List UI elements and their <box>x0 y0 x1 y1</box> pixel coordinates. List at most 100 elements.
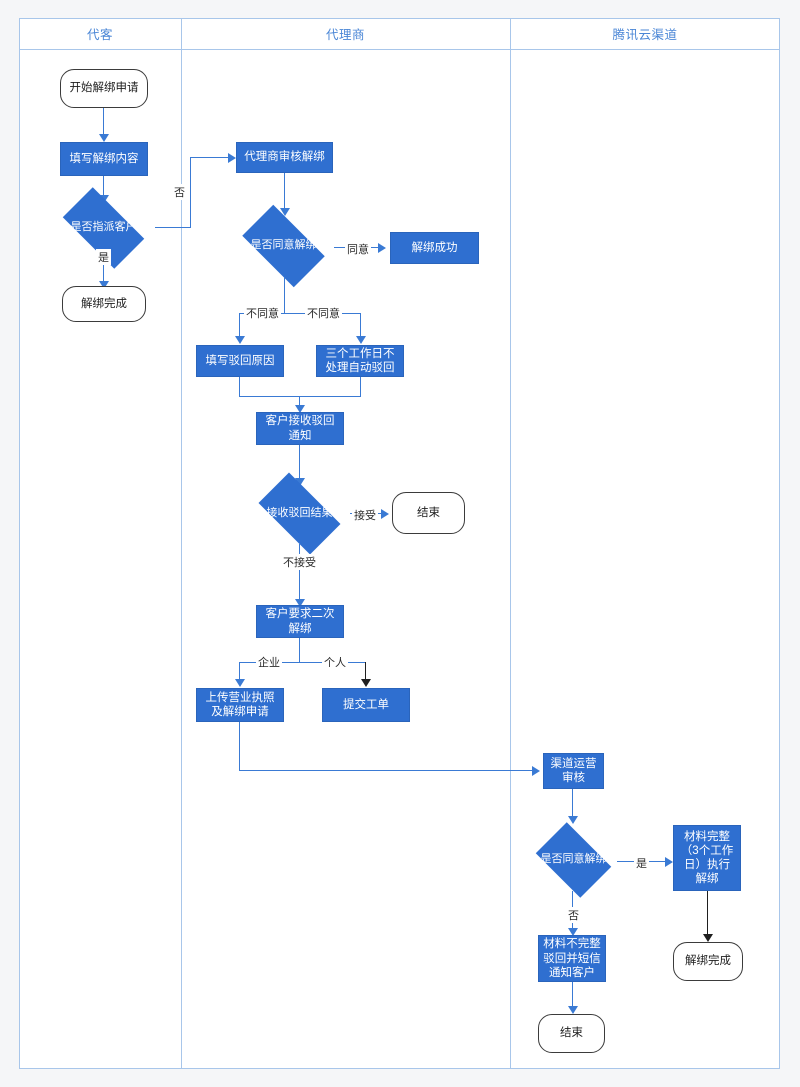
node-customer-receive-reject-notice[interactable]: 客户接收驳回通知 <box>256 412 344 445</box>
arrow-n13-n15 <box>361 679 371 687</box>
arrow-merge-n10 <box>295 405 305 413</box>
node-decision-channel-agree-unbind[interactable]: 是否同意解绑 <box>529 822 618 898</box>
edge-label-geren: 个人 <box>322 654 348 670</box>
arrow-n18-n20 <box>703 934 713 942</box>
node-unbind-success[interactable]: 解绑成功 <box>390 232 479 264</box>
edge-n13-n14-v <box>239 662 241 683</box>
edge-n13-split-v <box>299 638 301 663</box>
node-label: 是否指派客户 <box>70 221 137 234</box>
edge-n9-merge-v <box>360 377 362 397</box>
node-label: 客户要求二次解绑 <box>265 608 335 635</box>
lane-divider-1 <box>181 18 182 1069</box>
node-channel-operation-review[interactable]: 渠道运营审核 <box>543 753 604 789</box>
node-label: 材料完整 （3个工作 日）执行 解绑 <box>680 830 734 886</box>
arrow-n17-n18 <box>665 857 673 867</box>
edge-n3-n4 <box>103 258 105 286</box>
node-customer-request-second-unbind[interactable]: 客户要求二次解绑 <box>256 605 344 638</box>
node-label: 结束 <box>560 1027 583 1040</box>
edge-label-butongyi-2: 不同意 <box>305 305 342 321</box>
node-start-unbind-request[interactable]: 开始解绑申请 <box>60 69 148 108</box>
node-decision-agent-agree-unbind[interactable]: 是否同意解绑 <box>232 204 335 288</box>
arrow-n6-n7 <box>378 243 386 253</box>
edge-n8-merge-v <box>239 377 241 397</box>
edge-label-bujieshou: 不接受 <box>281 554 318 570</box>
node-label: 结束 <box>417 506 440 519</box>
node-label: 解绑成功 <box>411 241 458 254</box>
node-end-agent[interactable]: 结束 <box>392 492 465 534</box>
node-label: 解绑完成 <box>81 297 127 310</box>
lane-divider-2 <box>510 18 511 1069</box>
edge-merge-n10-v <box>299 396 301 410</box>
arrow-n19-n21 <box>568 1006 578 1014</box>
node-materials-incomplete-reject-sms[interactable]: 材料不完整驳回并短信通知客户 <box>538 935 606 982</box>
arrow-n14-n16 <box>532 766 540 776</box>
edge-n10-n11 <box>299 445 301 482</box>
edge-n3-n5-v <box>190 157 192 228</box>
edge-n6-n9-v <box>360 313 362 340</box>
node-submit-ticket[interactable]: 提交工单 <box>322 688 410 722</box>
edge-n13-split-h <box>239 662 366 664</box>
arrow-n10-n11 <box>295 478 305 486</box>
arrow-n13-n14 <box>235 679 245 687</box>
node-unbind-complete-customer[interactable]: 解绑完成 <box>62 286 146 322</box>
node-label: 开始解绑申请 <box>69 82 139 95</box>
edge-n18-n20 <box>707 891 709 939</box>
lane-header-separator <box>19 49 780 50</box>
node-label: 上传营业执照及解绑申请 <box>205 691 275 718</box>
node-end-tencent[interactable]: 结束 <box>538 1014 605 1053</box>
edge-label-tongyi: 同意 <box>345 241 371 257</box>
node-label: 填写解绑内容 <box>69 152 139 165</box>
arrow-n1-n2 <box>99 134 109 142</box>
lane-header-agent: 代理商 <box>181 18 510 50</box>
node-agent-review-unbind[interactable]: 代理商审核解绑 <box>236 142 333 173</box>
edge-n2-n3 <box>103 176 105 199</box>
lane-header-customer-label: 代客 <box>86 28 113 42</box>
lane-header-customer: 代客 <box>19 18 181 50</box>
arrow-n11-n12 <box>381 509 389 519</box>
lane-header-tencent: 腾讯云渠道 <box>510 18 780 50</box>
node-label: 是否同意解绑 <box>540 853 607 866</box>
lane-header-agent-label: 代理商 <box>325 28 365 42</box>
edge-n6-split-v <box>284 277 286 313</box>
edge-n14-n16-h <box>239 770 535 772</box>
node-label: 渠道运营审核 <box>550 757 597 784</box>
node-auto-reject-3-days[interactable]: 三个工作日不处理自动驳回 <box>316 345 404 377</box>
arrow-n5-n6 <box>280 208 290 216</box>
node-fill-reject-reason[interactable]: 填写驳回原因 <box>196 345 284 377</box>
swimlane-container <box>19 18 780 1069</box>
edge-n19-n21 <box>572 982 574 1010</box>
node-fill-unbind-content[interactable]: 填写解绑内容 <box>60 142 148 176</box>
edge-n13-n15-v <box>365 662 367 683</box>
edge-n14-n16-v <box>239 722 241 771</box>
edge-n11-n13 <box>299 544 301 605</box>
node-label: 是否同意解绑 <box>250 239 317 252</box>
arrow-n3-n4 <box>99 281 109 289</box>
edge-n3-n5-h1 <box>155 227 191 229</box>
arrow-n6-n9 <box>356 336 366 344</box>
node-materials-complete-execute-unbind[interactable]: 材料完整 （3个工作 日）执行 解绑 <box>673 825 741 891</box>
edge-n6-n8-v <box>239 313 241 340</box>
edge-n5-n6 <box>284 173 286 212</box>
node-label: 接收驳回结果 <box>266 506 333 519</box>
node-decision-assign-customer[interactable]: 是否指派客户 <box>52 187 155 269</box>
arrow-n17-n19 <box>568 928 578 936</box>
edge-n6-split-h <box>239 313 361 315</box>
arrow-n3-n5 <box>228 153 236 163</box>
node-decision-receive-reject-result[interactable]: 接收驳回结果 <box>248 472 351 555</box>
node-label: 客户接收驳回通知 <box>265 415 335 442</box>
node-label: 提交工单 <box>343 698 389 711</box>
edge-label-shi-2: 是 <box>634 855 649 871</box>
arrow-n11-n13 <box>295 599 305 607</box>
edge-n3-n5-h2 <box>190 157 230 159</box>
edge-label-shi-1: 是 <box>96 249 111 265</box>
edge-n16-n17 <box>572 789 574 820</box>
node-unbind-complete-tencent[interactable]: 解绑完成 <box>673 942 743 981</box>
edge-n1-n2 <box>103 108 105 138</box>
node-upload-license-and-application[interactable]: 上传营业执照及解绑申请 <box>196 688 284 722</box>
node-label: 解绑完成 <box>685 955 731 968</box>
arrow-n6-n8 <box>235 336 245 344</box>
edge-label-jieshou: 接受 <box>352 507 378 523</box>
edge-label-fou-2: 否 <box>566 907 581 923</box>
node-label: 三个工作日不处理自动驳回 <box>325 347 395 374</box>
